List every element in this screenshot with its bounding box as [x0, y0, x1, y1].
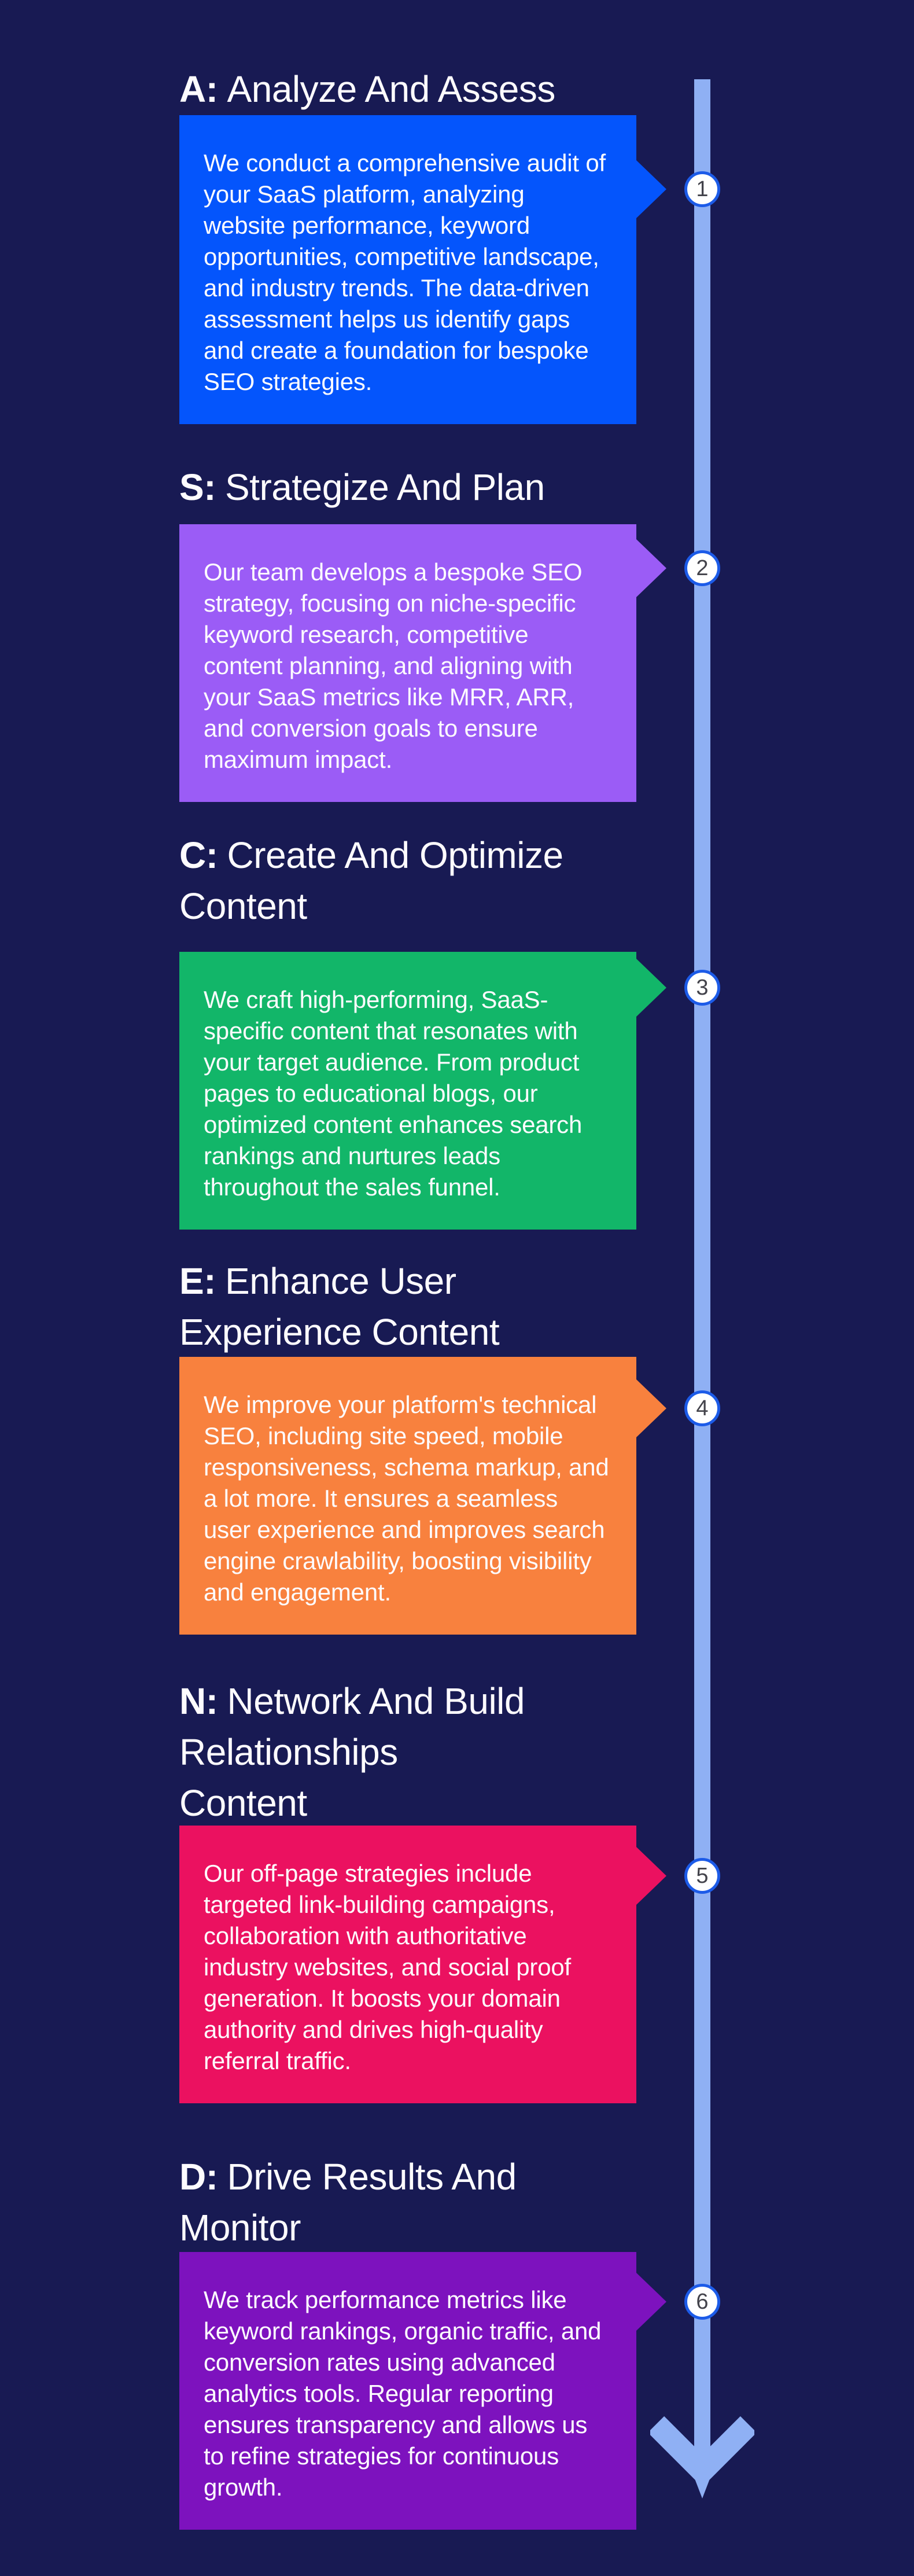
section-title-line: Network And Build [227, 1680, 525, 1722]
timeline-node-1: 1 [684, 171, 720, 207]
section-title-line: Experience Content [179, 1311, 500, 1353]
timeline-node-5: 5 [684, 1858, 720, 1894]
timeline-node-2: 2 [684, 550, 720, 586]
node-number: 2 [696, 556, 709, 580]
section-title-line: Monitor [179, 2207, 301, 2249]
description-text: Our team develops a bespoke SEO strategy… [204, 558, 583, 773]
section-title-enhance-user-experience-content: E:Enhance User Experience Content [179, 1256, 677, 1357]
section-title-line: Content [179, 885, 307, 927]
arrow-down-icon [650, 2416, 754, 2498]
section-title-line: Strategize And Plan [225, 466, 545, 508]
timeline-node-6: 6 [684, 2284, 720, 2320]
section-title-network-and-build-relationships: N:Network And Build Relationships Conten… [179, 1676, 677, 1828]
section-title-line: Create And Optimize [227, 834, 564, 876]
node-number: 6 [696, 2290, 709, 2314]
card-create-and-optimize-content: We craft high-performing, SaaS-specific … [179, 952, 666, 1230]
section-title-drive-results-and-monitor: D:Drive Results And Monitor [179, 2151, 677, 2253]
section-letter: E: [179, 1260, 216, 1302]
section-title-line: Analyze And Assess [227, 68, 556, 110]
description-text: We conduct a comprehensive audit of your… [204, 149, 606, 395]
card-analyze-and-assess: We conduct a comprehensive audit of your… [179, 115, 666, 424]
card-network-and-build-relationships: Our off-page strategies include targeted… [179, 1826, 666, 2103]
section-letter: C: [179, 834, 218, 876]
description-text: We craft high-performing, SaaS-specific … [204, 986, 583, 1201]
section-title-analyze-and-assess: A:Analyze And Assess [179, 64, 677, 115]
section-letter: A: [179, 68, 218, 110]
section-title-strategize-and-plan: S:Strategize And Plan [179, 462, 677, 513]
timeline-bar [694, 79, 710, 2459]
section-title-line: Content [179, 1782, 307, 1824]
card-strategize-and-plan: Our team develops a bespoke SEO strategy… [179, 524, 666, 802]
node-number: 1 [696, 177, 709, 201]
description-text: We improve your platform's technical SEO… [204, 1391, 609, 1606]
section-title-line: Relationships [179, 1731, 398, 1773]
card-drive-results-and-monitor: We track performance metrics like keywor… [179, 2252, 666, 2530]
node-number: 4 [696, 1396, 709, 1421]
section-title-create-and-optimize-content: C:Create And Optimize Content [179, 830, 677, 932]
card-enhance-user-experience-content: We improve your platform's technical SEO… [179, 1357, 666, 1635]
timeline-node-3: 3 [684, 970, 720, 1006]
description-text: We track performance metrics like keywor… [204, 2286, 602, 2501]
timeline-node-4: 4 [684, 1390, 720, 1426]
node-number: 5 [696, 1864, 709, 1888]
section-letter: N: [179, 1680, 218, 1722]
description-text: Our off-page strategies include targeted… [204, 1860, 571, 2074]
section-letter: S: [179, 466, 216, 508]
node-number: 3 [696, 976, 709, 1000]
section-title-line: Drive Results And [227, 2156, 517, 2198]
section-title-line: Enhance User [225, 1260, 456, 1302]
section-letter: D: [179, 2156, 218, 2198]
